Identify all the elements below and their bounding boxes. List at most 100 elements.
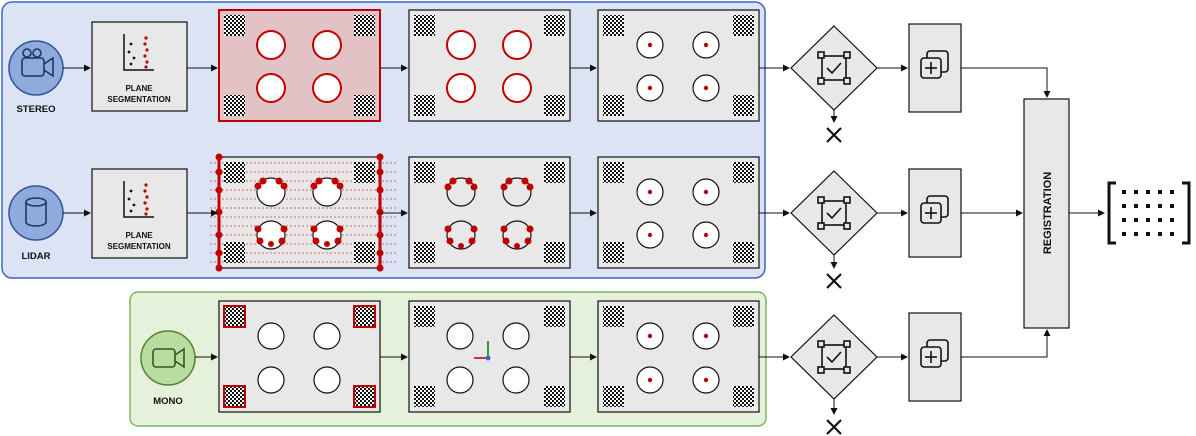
target-circle (446, 73, 476, 103)
edge-points (444, 177, 534, 249)
checkerboard-marker (353, 305, 376, 328)
stereo-lidar-panel (1, 1, 766, 279)
lidar-validation-diamond (790, 170, 878, 256)
check-square-icon (817, 51, 851, 85)
reject-x-icon (826, 127, 842, 143)
scatter-plot-icon (123, 181, 154, 218)
grid-dot (1146, 190, 1150, 194)
checkerboard-marker (603, 162, 624, 183)
plane-label: PLANE (125, 231, 153, 240)
center-point (703, 333, 709, 339)
target-circle (502, 322, 530, 350)
checkerboard-marker (414, 15, 435, 36)
checkerboard-marker (223, 305, 246, 328)
grid-dot (1122, 232, 1126, 236)
target-circle (502, 177, 532, 207)
checkerboard-marker (414, 242, 435, 263)
stereo-label: STEREO (16, 104, 55, 115)
center-point (647, 42, 653, 48)
grid-dot (1170, 232, 1174, 236)
center-point (647, 377, 653, 383)
checkerboard-marker (544, 306, 565, 327)
cylinder-icon (25, 197, 47, 227)
checkerboard-marker (414, 162, 435, 183)
target-circle (446, 177, 476, 207)
checkerboard-marker (224, 15, 245, 36)
stereo-stage-3 (597, 9, 760, 122)
mono-sensor: MONO (140, 330, 196, 407)
checkerboard-marker (603, 386, 624, 407)
checkerboard-marker (603, 15, 624, 36)
checkerboard-marker (733, 15, 754, 36)
target-circle (256, 220, 286, 250)
target-circle (502, 366, 530, 394)
edge-points (215, 153, 384, 272)
checkerboard-marker (224, 242, 245, 263)
reject-x-icon (826, 273, 842, 289)
mono-label: MONO (153, 396, 183, 407)
add-copy-icon (920, 339, 949, 368)
grid-dot (1158, 232, 1162, 236)
center-point (703, 232, 709, 238)
checkerboard-marker (544, 95, 565, 116)
target-circle (256, 30, 286, 60)
checkerboard-marker (414, 306, 435, 327)
lidar-scan-lines (210, 162, 396, 263)
add-copy-icon (920, 50, 949, 79)
grid-dot (1122, 190, 1126, 194)
grid-dot (1122, 218, 1126, 222)
grid-dot (1158, 218, 1162, 222)
checkerboard-marker (544, 242, 565, 263)
target-circle (257, 322, 285, 350)
grid-dot (1170, 218, 1174, 222)
checkerboard-marker (414, 386, 435, 407)
checkerboard-marker (354, 95, 375, 116)
checkerboard-marker (224, 95, 245, 116)
checkerboard-marker (733, 162, 754, 183)
lidar-stage-1 (210, 153, 396, 272)
lidar-stage-2 (408, 156, 571, 269)
stereo-sensor: STEREO (8, 40, 64, 115)
checkerboard-marker (224, 162, 245, 183)
target-circle (312, 73, 342, 103)
target-circle (257, 366, 285, 394)
center-point (703, 189, 709, 195)
checkerboard-marker (223, 385, 246, 408)
grid-dot (1122, 204, 1126, 208)
segmentation-label: SEGMENTATION (107, 242, 170, 251)
mono-stage-3 (597, 300, 760, 413)
grid-dot (1134, 204, 1138, 208)
add-copy-icon (920, 195, 949, 224)
point-grid-bracket-icon (1107, 181, 1191, 245)
target-circle (313, 366, 341, 394)
checkerboard-marker (733, 386, 754, 407)
grid-dots (1122, 190, 1174, 236)
reject-x-icon (826, 419, 842, 435)
target-circle (502, 30, 532, 60)
target-circle (446, 366, 474, 394)
center-point (647, 85, 653, 91)
checkerboard-marker (733, 306, 754, 327)
mono-stage-2 (408, 300, 571, 413)
grid-dot (1146, 218, 1150, 222)
checkerboard-marker (354, 15, 375, 36)
registration-box: REGISTRATION (1023, 98, 1070, 329)
lidar-stage-3 (597, 156, 760, 269)
center-point (703, 85, 709, 91)
stereo-validation-diamond (790, 25, 878, 111)
checkerboard-marker (544, 162, 565, 183)
mono-accumulate-box (908, 312, 962, 402)
check-square-icon (817, 196, 851, 230)
target-circle (313, 322, 341, 350)
grid-dot (1158, 204, 1162, 208)
checkerboard-marker (603, 95, 624, 116)
target-circle (312, 177, 342, 207)
grid-dot (1170, 190, 1174, 194)
grid-dot (1134, 232, 1138, 236)
lidar-accumulate-box (908, 168, 962, 258)
stereo-plane-segmentation: PLANE SEGMENTATION (91, 21, 188, 112)
checkerboard-marker (353, 385, 376, 408)
target-circle (256, 177, 286, 207)
stereo-stage-2 (408, 9, 571, 122)
stereo-accumulate-box (908, 23, 962, 113)
